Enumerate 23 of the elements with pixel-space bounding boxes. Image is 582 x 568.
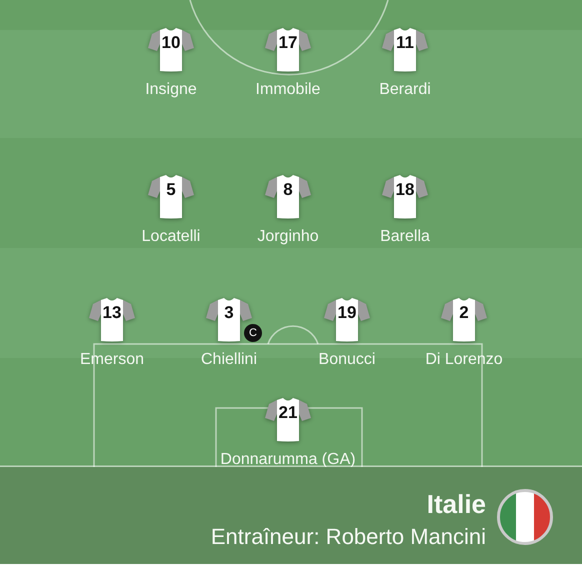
shirt-number: 18 <box>396 180 414 200</box>
shirt-number: 13 <box>102 303 122 323</box>
player-name: Chiellini <box>200 351 258 369</box>
shirt-number: 10 <box>162 33 180 53</box>
coach-name: Entraîneur: Roberto Mancini <box>210 524 486 550</box>
shirt-number: 3 <box>224 303 234 323</box>
player-name: Insigne <box>145 81 197 99</box>
player-name: Immobile <box>256 81 320 99</box>
shirt-number: 5 <box>166 180 176 200</box>
player-name: Donnarumma (GA) <box>220 451 356 469</box>
player-name: Barella <box>380 228 430 246</box>
shirt-number: 21 <box>278 403 298 423</box>
player-name: Locatelli <box>142 228 200 246</box>
player-name: Berardi <box>379 81 431 99</box>
shirt-number: 17 <box>278 33 298 53</box>
captain-badge: C <box>244 324 262 342</box>
player-name: Bonucci <box>318 351 376 369</box>
team-name: Italie <box>426 489 486 519</box>
shirt-number: 19 <box>338 303 356 323</box>
shirt-number: 2 <box>459 303 469 323</box>
shirt-number: 8 <box>283 180 293 200</box>
shirt-number: 11 <box>396 33 414 53</box>
player-name: Jorginho <box>257 228 319 246</box>
